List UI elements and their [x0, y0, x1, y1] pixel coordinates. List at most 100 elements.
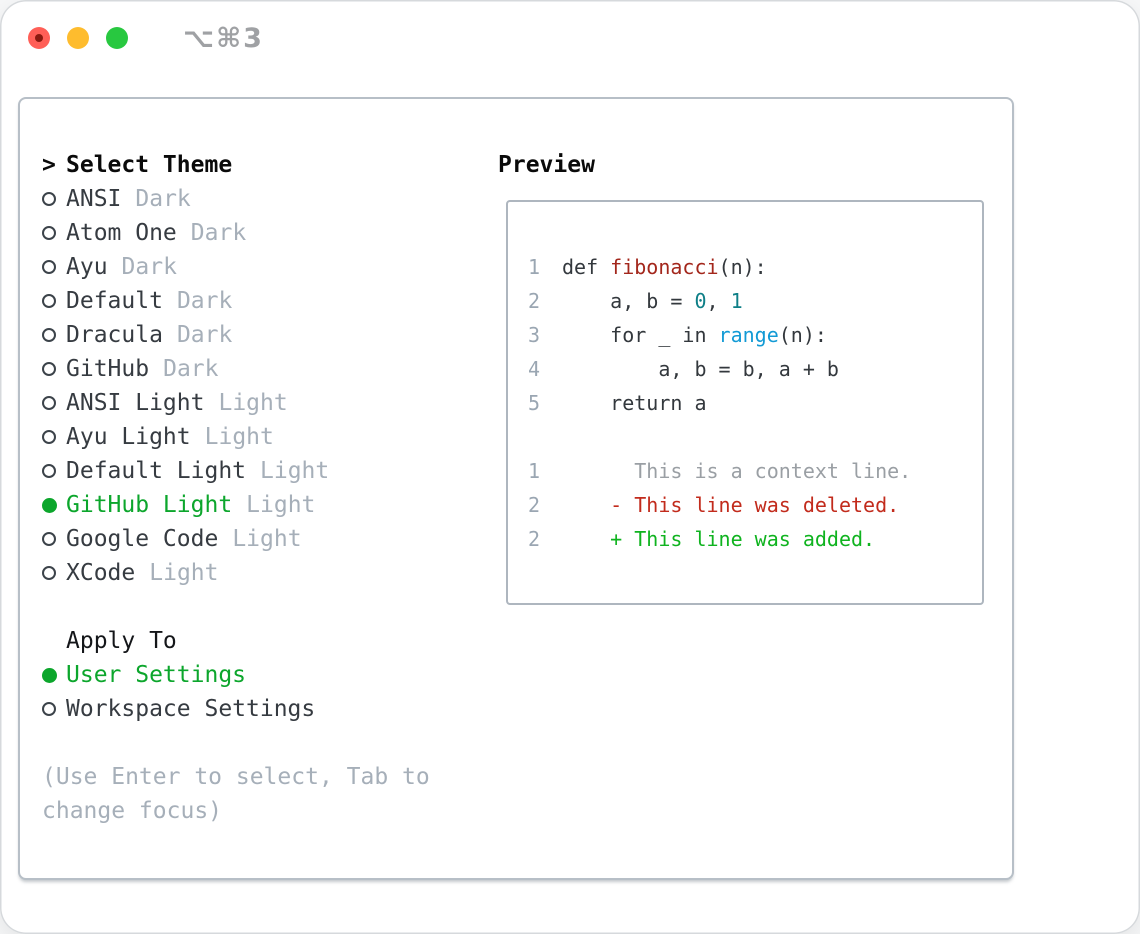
- option-label: Google Code: [66, 526, 219, 552]
- help-text-line: (Use Enter to select, Tab to: [42, 764, 430, 790]
- code-line: 4 a, b = b, a + b: [528, 352, 982, 386]
- radio-unselected-icon: [42, 250, 66, 284]
- option-label: Atom One: [66, 220, 177, 246]
- theme-variant-label: Dark: [176, 288, 233, 314]
- radio-unselected-icon: [42, 182, 66, 216]
- diff-preview: 1 This is a context line.2 - This line w…: [528, 454, 982, 556]
- theme-variant-label: Light: [246, 492, 316, 518]
- spacer: [42, 726, 498, 760]
- prompt-caret-icon: >: [42, 152, 56, 178]
- theme-variant-label: Dark: [121, 254, 177, 280]
- option-label: Default Light: [66, 458, 247, 484]
- radio-dot: [42, 328, 56, 342]
- diff-line-deleted: 2 - This line was deleted.: [528, 488, 982, 522]
- spacer: [42, 590, 498, 624]
- code-token: def: [562, 255, 611, 279]
- radio-dot: [42, 294, 56, 308]
- line-number: 1: [528, 255, 541, 279]
- apply-to-option[interactable]: Workspace Settings: [42, 692, 498, 726]
- apply-to-option[interactable]: User Settings: [42, 658, 498, 692]
- code-line: 1 def fibonacci(n):: [528, 250, 982, 284]
- radio-unselected-icon: [42, 556, 66, 590]
- theme-variant-label: Light: [232, 526, 302, 552]
- apply-to-header-row: Apply To: [42, 624, 498, 658]
- theme-option[interactable]: ANSI Light Light: [42, 386, 498, 420]
- option-label: ANSI: [66, 186, 122, 212]
- theme-variant-label: Dark: [190, 220, 247, 246]
- option-label: User Settings: [66, 662, 247, 688]
- radio-dot: [42, 464, 56, 478]
- radio-unselected-icon: [42, 352, 66, 386]
- code-token: return a: [562, 391, 707, 415]
- option-label: ANSI Light: [66, 390, 205, 416]
- theme-option[interactable]: Dracula Dark: [42, 318, 498, 352]
- option-label: Ayu Light: [66, 424, 191, 450]
- code-token: (n):: [778, 323, 827, 347]
- radio-unselected-icon: [42, 522, 66, 556]
- theme-option[interactable]: Default Light Light: [42, 454, 498, 488]
- titlebar: ⌥⌘3: [0, 0, 1140, 76]
- radio-unselected-icon: [42, 216, 66, 250]
- line-number: 4: [528, 357, 541, 381]
- radio-dot: [42, 192, 56, 206]
- theme-variant-label: Light: [218, 390, 288, 416]
- code-token: a, b =: [562, 289, 695, 313]
- select-theme-title: Select Theme: [66, 152, 233, 178]
- code-line: 3 for _ in range(n):: [528, 318, 982, 352]
- radio-unselected-icon: [42, 454, 66, 488]
- code-token: range: [718, 323, 779, 347]
- code-token: 0: [694, 289, 707, 313]
- theme-option[interactable]: GitHub Light Light: [42, 488, 498, 522]
- theme-option[interactable]: Google Code Light: [42, 522, 498, 556]
- select-theme-header: > Select Theme: [42, 148, 498, 182]
- zoom-button-icon[interactable]: [106, 27, 128, 49]
- radio-dot: [42, 532, 56, 546]
- radio-dot: [42, 260, 56, 274]
- radio-selected-icon: [42, 658, 66, 692]
- code-token: (n):: [718, 255, 767, 279]
- theme-variant-label: Dark: [176, 322, 233, 348]
- radio-dot: [42, 566, 56, 580]
- line-number: 5: [528, 391, 541, 415]
- option-label: Workspace Settings: [66, 696, 316, 722]
- radio-dot: [42, 702, 56, 716]
- theme-variant-label: Light: [204, 424, 274, 450]
- window-title-shortcut: ⌥⌘3: [183, 22, 264, 54]
- line-number: 2: [528, 493, 541, 517]
- code-line: 2 a, b = 0, 1: [528, 284, 982, 318]
- option-label: GitHub Light: [66, 492, 233, 518]
- theme-variant-label: Light: [149, 560, 219, 586]
- minimize-button-icon[interactable]: [67, 27, 89, 49]
- radio-selected-icon: [42, 488, 66, 522]
- option-label: XCode: [66, 560, 136, 586]
- code-token: a, b = b, a + b: [562, 357, 839, 381]
- code-token: for _ in: [562, 323, 719, 347]
- option-label: GitHub: [66, 356, 150, 382]
- close-button-icon[interactable]: [28, 27, 50, 49]
- radio-dot: [42, 430, 56, 444]
- theme-option[interactable]: XCode Light: [42, 556, 498, 590]
- line-number: 2: [528, 289, 541, 313]
- option-label: Dracula: [66, 322, 163, 348]
- theme-option[interactable]: Ayu Light Light: [42, 420, 498, 454]
- theme-option[interactable]: Atom One Dark: [42, 216, 498, 250]
- line-number: 1: [528, 459, 541, 483]
- radio-dot: [42, 362, 56, 376]
- radio-dot: [42, 497, 57, 513]
- blank-line: [528, 420, 982, 454]
- code-token: fibonacci: [610, 255, 719, 279]
- preview-title: Preview: [498, 152, 595, 178]
- theme-variant-label: Light: [260, 458, 330, 484]
- radio-unselected-icon: [42, 420, 66, 454]
